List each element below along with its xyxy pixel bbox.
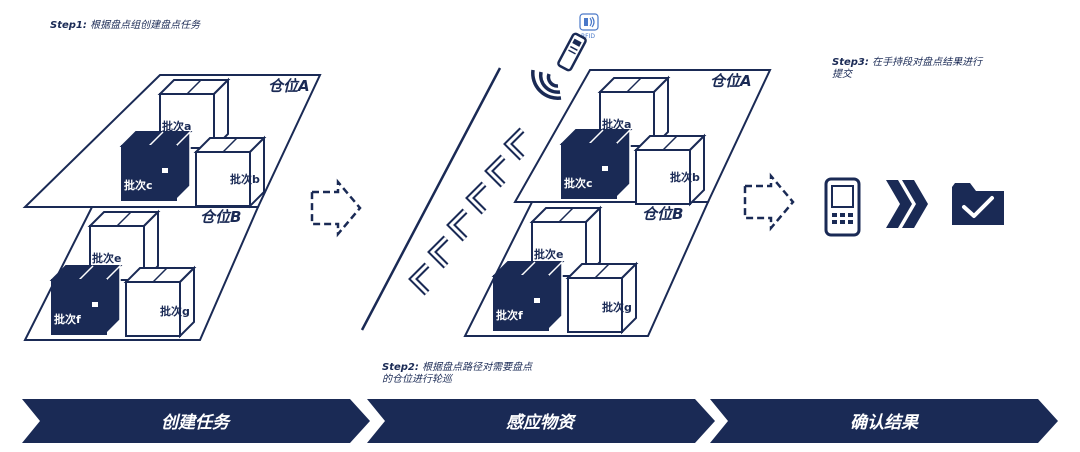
step2-line1: 根据盘点路径对需要盘点 (422, 362, 533, 373)
banner-label-create-task: 创建任务 (161, 413, 232, 433)
left-box-a: 批次a (159, 79, 229, 149)
left-box-c-label: 批次c (124, 178, 153, 192)
step3-line1: 在手持段对盘点结果进行 (872, 57, 983, 68)
banner-segment-1 (22, 399, 370, 443)
folder-check-icon (952, 183, 1004, 225)
banner-segment-2 (367, 399, 715, 443)
left-box-e: 批次e (89, 211, 159, 281)
right-zone-b-label: 仓位B (642, 205, 683, 223)
step1-tag: Step1: (50, 20, 87, 31)
right-box-f: 批次f (493, 261, 563, 331)
step1-caption: Step1: 根据盘点组创建盘点任务 (50, 20, 200, 32)
banner-label-confirm-result: 确认结果 (850, 413, 920, 433)
rfid-badge-icon: RFID (579, 13, 599, 40)
right-box-b-label: 批次b (670, 170, 700, 184)
left-box-a-label: 批次a (162, 119, 191, 133)
right-box-g: 批次g (567, 263, 637, 333)
step1-text: 根据盘点组创建盘点任务 (90, 20, 201, 31)
step3-line2: 提交 (832, 69, 852, 80)
left-zone-b-frame (23, 206, 260, 341)
left-zone-b-label: 仓位B (200, 208, 241, 226)
left-box-f: 批次f (51, 265, 121, 335)
step2-caption: Step2: 根据盘点路径对需要盘点 的仓位进行轮巡 (382, 362, 532, 386)
banner-segment-3 (710, 399, 1058, 443)
right-zone-a-label: 仓位A (710, 72, 752, 90)
left-box-g: 批次g (125, 267, 195, 337)
step2-line2: 的仓位进行轮巡 (382, 374, 452, 385)
right-box-a: 批次a (599, 77, 669, 147)
right-box-e-label: 批次e (534, 247, 563, 261)
process-banner: 创建任务 感应物资 确认结果 (22, 399, 1058, 443)
left-box-b: 批次b (195, 137, 265, 207)
step3-tag: Step3: (832, 57, 869, 68)
right-box-a-label: 批次a (602, 117, 631, 131)
left-box-e-label: 批次e (92, 251, 121, 265)
left-box-f-label: 批次f (54, 312, 81, 326)
left-box-c: 批次c (121, 131, 191, 201)
path-divider-line (360, 67, 502, 331)
rfid-label: RFID (581, 33, 595, 40)
right-box-c-label: 批次c (564, 176, 593, 190)
rfid-reader-icon (557, 32, 587, 72)
left-box-g-label: 批次g (160, 304, 190, 318)
left-zone-a-label: 仓位A (268, 77, 310, 95)
step3-caption: Step3: 在手持段对盘点结果进行 提交 (832, 57, 982, 81)
right-box-f-label: 批次f (496, 308, 523, 322)
right-box-g-label: 批次g (602, 300, 632, 314)
dashed-arrow-icon (743, 174, 795, 230)
double-chevron-icon (886, 180, 928, 228)
dashed-arrow-icon (310, 180, 362, 236)
right-box-c: 批次c (561, 129, 631, 199)
handheld-device-icon (824, 177, 861, 237)
wifi-signal-icon (531, 69, 562, 100)
left-box-b-label: 批次b (230, 172, 260, 186)
right-warehouse-panel: 仓位A 仓位B 批次a 批次c 批次b 批次e 批次f 批次g (463, 69, 772, 337)
step2-tag: Step2: (382, 362, 419, 373)
left-warehouse-panel: 仓位A 仓位B 批次a 批次c 批次b 批次e 批次f 批次g (22, 74, 322, 341)
right-box-e: 批次e (531, 207, 601, 277)
right-box-b: 批次b (635, 135, 705, 205)
banner-label-sense-material: 感应物资 (506, 413, 577, 433)
